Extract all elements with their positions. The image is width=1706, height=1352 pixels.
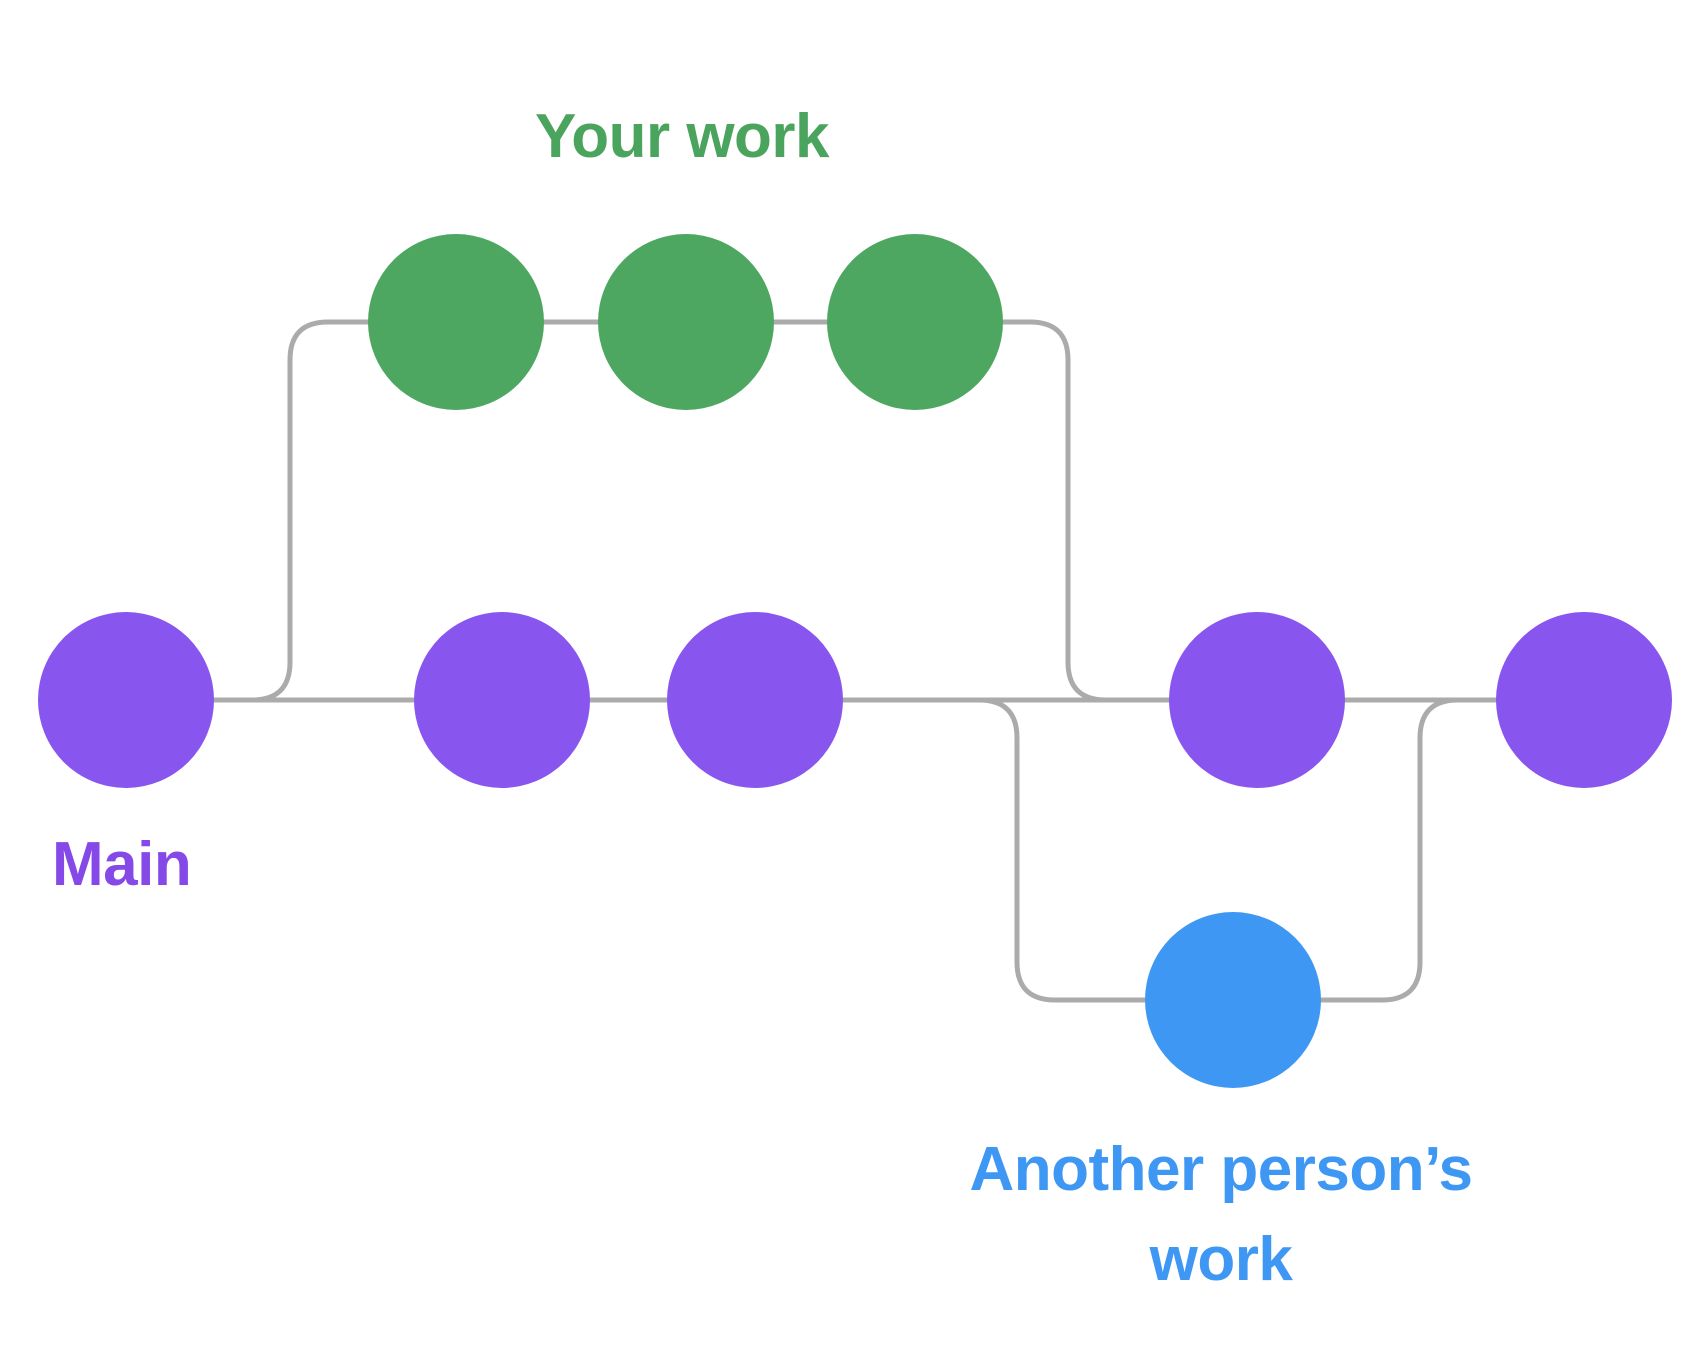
another-persons-work-label: Another person’s work xyxy=(969,1135,1490,1294)
commit-node-main-1 xyxy=(38,612,214,788)
commit-node-your-work-1 xyxy=(368,234,544,410)
commit-node-main-3 xyxy=(667,612,843,788)
commit-node-main-2 xyxy=(414,612,590,788)
commit-node-main-5 xyxy=(1496,612,1672,788)
your-work-label: Your work xyxy=(534,102,830,171)
commit-node-your-work-2 xyxy=(598,234,774,410)
commit-node-main-4 xyxy=(1169,612,1345,788)
commit-node-another-persons-work-1 xyxy=(1145,912,1321,1088)
main-label: Main xyxy=(52,830,192,899)
commit-node-your-work-3 xyxy=(827,234,1003,410)
